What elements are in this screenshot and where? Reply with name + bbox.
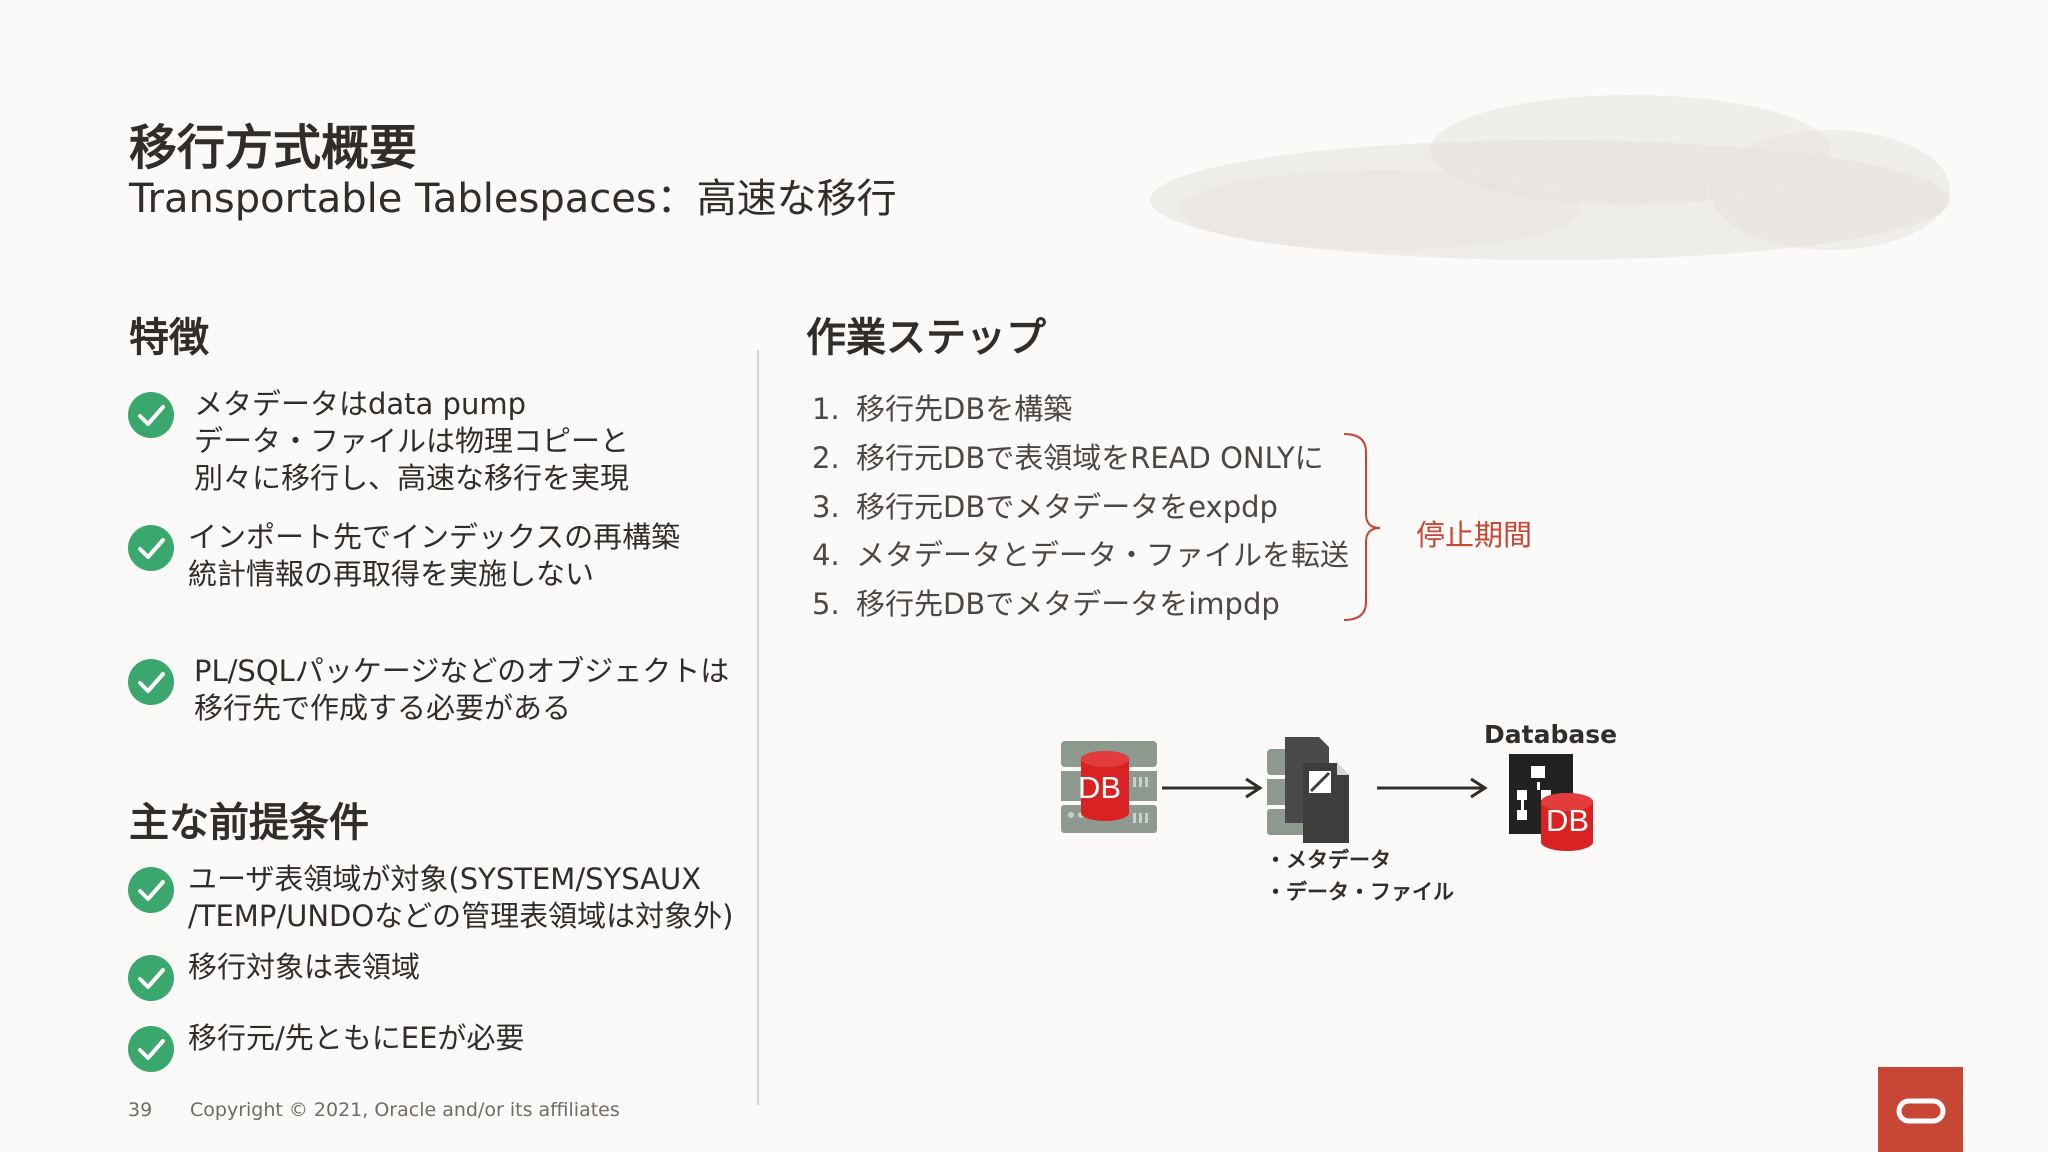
check-icon [128, 392, 174, 438]
decorative-pattern [1150, 95, 1950, 260]
oracle-logo [1878, 1067, 1963, 1152]
step-item: 4.メタデータとデータ・ファイルを転送 [812, 538, 1350, 572]
file-label-metadata: ・メタデータ [1265, 848, 1391, 872]
downtime-label: 停止期間 [1416, 518, 1533, 552]
target-database-title: Database [1484, 720, 1618, 749]
check-icon [128, 867, 174, 913]
feature-text: インポート先でインデックスの再構築 統計情報の再取得を実施しない [188, 520, 681, 591]
check-icon [128, 659, 174, 705]
step-item: 5.移行先DBでメタデータをimpdp [812, 587, 1280, 621]
source-db-label: DB [1078, 770, 1122, 805]
check-icon [128, 955, 174, 1001]
feature-text: PL/SQLパッケージなどのオブジェクトは 移行先で作成する必要がある [194, 654, 730, 725]
target-db-label: DB [1546, 803, 1590, 838]
prerequisite-text: ユーザ表領域が対象(SYSTEM/SYSAUX /TEMP/UNDOなどの管理表… [188, 862, 734, 933]
features-heading: 特徴 [129, 315, 209, 361]
prerequisite-text: 移行元/先ともにEEが必要 [188, 1021, 525, 1055]
step-item: 2.移行元DBで表領域をREAD ONLYに [812, 441, 1324, 475]
step-item: 1.移行先DBを構築 [812, 392, 1073, 426]
copyright-text: Copyright © 2021, Oracle and/or its affi… [190, 1099, 620, 1121]
slide-subtitle: Transportable Tablespaces：高速な移行 [129, 176, 897, 222]
arrow-icon [1377, 777, 1488, 799]
prerequisites-heading: 主な前提条件 [129, 800, 369, 846]
check-icon [128, 1026, 174, 1072]
column-divider [757, 350, 759, 1105]
source-server-icon [1061, 741, 1157, 833]
slide-title: 移行方式概要 [129, 120, 418, 176]
prerequisite-text: 移行対象は表領域 [188, 950, 421, 984]
feature-text: メタデータはdata pump データ・ファイルは物理コピーと 別々に移行し、高… [194, 387, 630, 495]
downtime-brace [1343, 433, 1381, 621]
step-item: 3.移行元DBでメタデータをexpdp [812, 490, 1278, 524]
arrow-icon [1162, 777, 1263, 799]
steps-heading: 作業ステップ [806, 315, 1046, 361]
page-number: 39 [128, 1099, 153, 1121]
file-label-datafile: ・データ・ファイル [1265, 880, 1454, 904]
check-icon [128, 525, 174, 571]
files-icon [1267, 737, 1349, 843]
target-database-icon [1509, 754, 1593, 851]
